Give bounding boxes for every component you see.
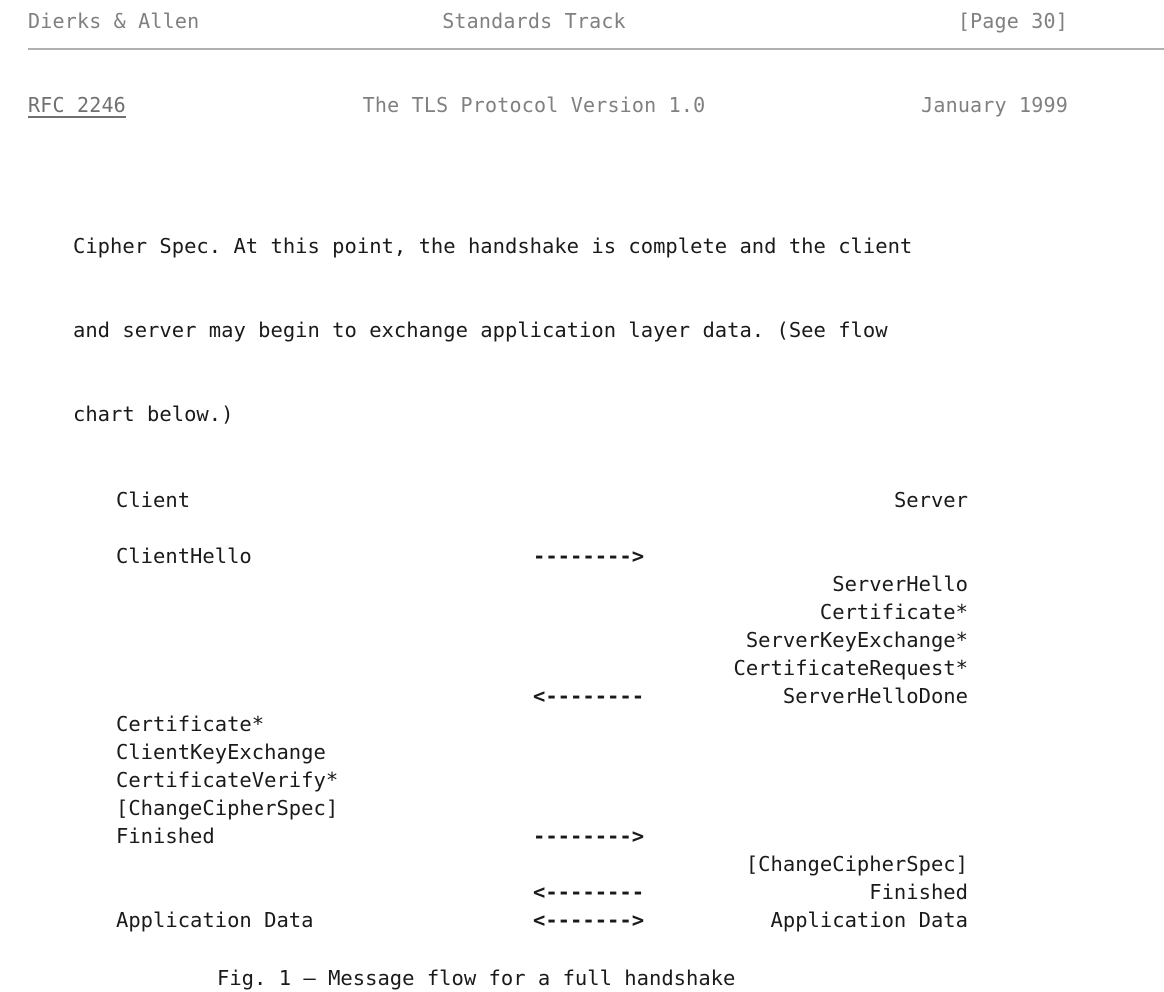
flow-client-message: [ChangeCipherSpec] <box>116 796 339 820</box>
flow-client-message: Finished <box>116 824 215 848</box>
flow-arrow-icon: <-------- <box>533 684 645 708</box>
header-authors: Dierks & Allen <box>28 9 200 33</box>
flow-arrow-icon: --------> <box>533 824 645 848</box>
figure-caption: Fig. 1 – Message flow for a full handsha… <box>217 966 736 990</box>
flow-spacer <box>0 514 1164 542</box>
flow-server-message: ServerKeyExchange* <box>745 628 968 652</box>
flow-row: Application Data<------->Application Dat… <box>0 906 1164 934</box>
document-title-line: RFC 2246 The TLS Protocol Version 1.0 Ja… <box>0 90 1164 132</box>
body-line-1: Cipher Spec. At this point, the handshak… <box>73 234 913 258</box>
flow-row: CertificateVerify* <box>0 766 1164 794</box>
body-paragraph: Cipher Spec. At this point, the handshak… <box>73 176 1164 456</box>
document-title: The TLS Protocol Version 1.0 <box>362 93 706 117</box>
flow-server-heading: Server <box>893 488 968 512</box>
flow-row: CertificateRequest* <box>0 654 1164 682</box>
flow-row: <--------Finished <box>0 878 1164 906</box>
flow-row: Certificate* <box>0 710 1164 738</box>
flow-client-heading: Client <box>116 488 191 512</box>
message-flow-diagram: Client Server ClientHello --------> Server… <box>0 486 1164 934</box>
flow-server-message: ServerHello <box>832 572 968 596</box>
header-divider-rule <box>28 48 1164 50</box>
body-line-2: and server may begin to exchange applica… <box>73 318 888 342</box>
flow-client-message: CertificateVerify* <box>116 768 339 792</box>
flow-arrow-icon: --------> <box>533 544 645 568</box>
flow-row: ServerKeyExchange* <box>0 626 1164 654</box>
flow-row: [ChangeCipherSpec] <box>0 794 1164 822</box>
flow-row: ServerHello <box>0 570 1164 598</box>
flow-client-message: Certificate* <box>116 712 265 736</box>
document-date: January 1999 <box>921 93 1068 117</box>
flow-server-message: Application Data <box>770 908 968 932</box>
flow-server-message: ServerHelloDone <box>782 684 968 708</box>
header-page-number: [Page 30] <box>957 9 1068 33</box>
flow-row: Certificate* <box>0 598 1164 626</box>
header-category: Standards Track <box>442 9 626 33</box>
flow-server-message: [ChangeCipherSpec] <box>745 852 968 876</box>
running-header: Dierks & Allen Standards Track [Page 30] <box>0 0 1164 50</box>
flow-client-message: ClientHello <box>116 544 252 568</box>
flow-client-message: ClientKeyExchange <box>116 740 326 764</box>
body-line-3: chart below.) <box>73 402 234 426</box>
flow-row: Finished --------> <box>0 822 1164 850</box>
flow-server-message: Certificate* <box>819 600 968 624</box>
rfc-number-link[interactable]: RFC 2246 <box>28 93 126 117</box>
running-header-row: Dierks & Allen Standards Track [Page 30] <box>0 6 1164 36</box>
flow-server-message: CertificateRequest* <box>733 656 969 680</box>
flow-row: <-------- ServerHelloDone <box>0 682 1164 710</box>
flow-row: ClientKeyExchange <box>0 738 1164 766</box>
flow-row: [ChangeCipherSpec] <box>0 850 1164 878</box>
flow-server-message: Finished <box>869 880 968 904</box>
flow-heading-row: Client Server <box>0 486 1164 514</box>
flow-row: ClientHello --------> <box>0 542 1164 570</box>
